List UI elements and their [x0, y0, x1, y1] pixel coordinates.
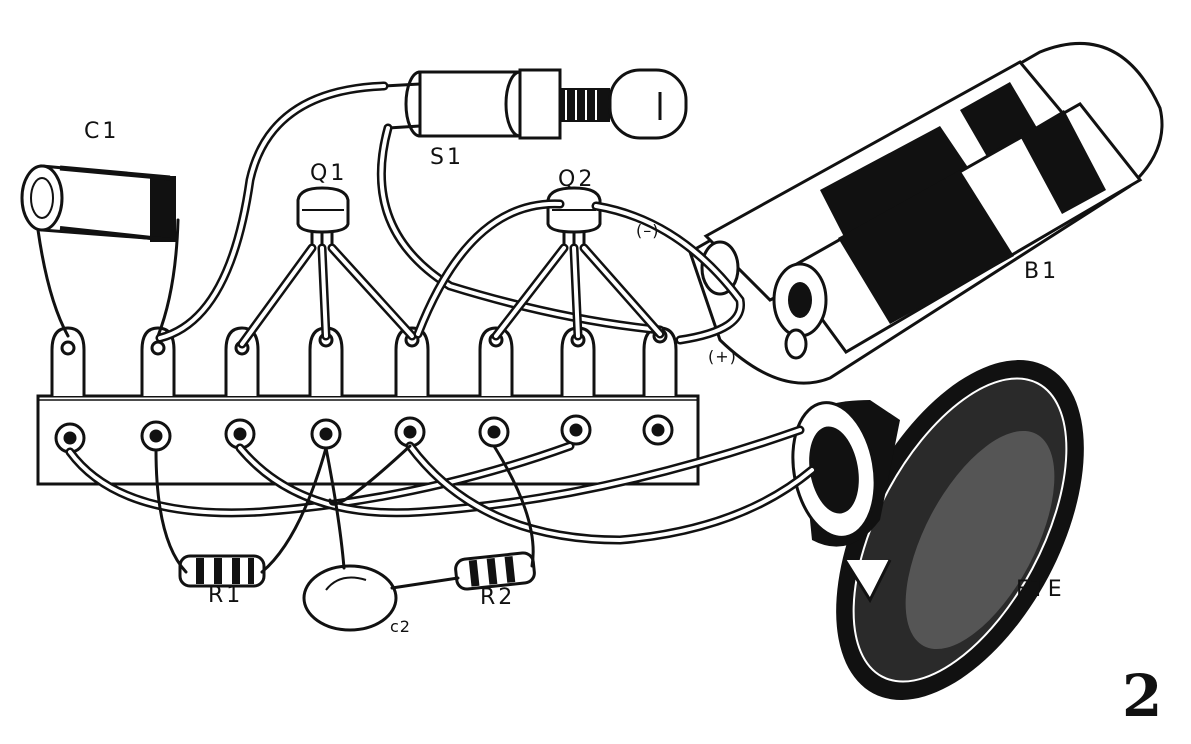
label-speaker: FTE: [1016, 577, 1065, 602]
terminal-screws: [54, 414, 674, 454]
terminal-strip: [36, 394, 700, 486]
label-q1: Q1: [310, 161, 347, 186]
label-r2: R2: [480, 585, 515, 610]
label-r1: R1: [208, 583, 243, 608]
resistor-r1: [178, 554, 266, 588]
capacitor-c2: [302, 564, 398, 632]
solder-lugs: [50, 326, 678, 396]
resistor-r2: [454, 551, 536, 591]
label-q2: Q2: [558, 167, 595, 192]
label-positive: (+): [708, 347, 737, 366]
battery-holder-b1: [688, 42, 1164, 385]
capacitor-c1: [20, 164, 180, 338]
figure-number: 2: [1122, 662, 1162, 730]
label-c1: C1: [84, 119, 119, 144]
label-b1: B1: [1024, 259, 1059, 284]
transistor-q1: [296, 186, 350, 250]
wiring: [65, 81, 817, 590]
speaker-fte: [791, 360, 1084, 700]
label-s1: S1: [430, 145, 464, 170]
push-switch-s1: [382, 68, 688, 140]
transistor-q2: [546, 186, 602, 250]
label-c2: c2: [390, 617, 411, 636]
label-negative: (–): [636, 221, 659, 240]
